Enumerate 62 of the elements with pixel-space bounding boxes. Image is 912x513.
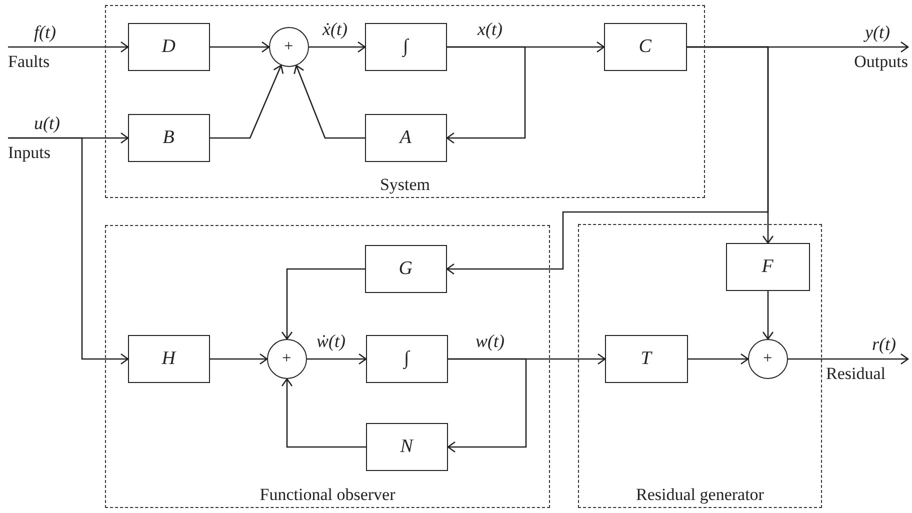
sum-sign: + xyxy=(284,38,294,56)
block-box xyxy=(366,422,448,471)
block-label: A xyxy=(400,126,412,149)
arrow xyxy=(281,268,365,340)
sum-sign: + xyxy=(282,350,292,368)
block-box xyxy=(128,334,210,383)
arrow xyxy=(210,64,284,139)
block-box xyxy=(128,22,210,71)
signal-label: w(t) xyxy=(476,331,504,352)
signal-label: u(t) xyxy=(34,113,60,133)
block-label: C xyxy=(638,36,652,58)
arrow xyxy=(762,291,774,340)
signal-label: ẋ(t) xyxy=(322,19,348,40)
arrow xyxy=(788,353,909,365)
signal-label: x(t) xyxy=(478,19,502,40)
arrow xyxy=(294,64,365,139)
summing-junction xyxy=(748,338,788,379)
signal-label: ẇ(t) xyxy=(316,331,346,352)
block-label: T xyxy=(640,348,652,370)
block-label: G xyxy=(398,258,412,280)
block-label: H xyxy=(162,348,176,370)
dashed-group-frame xyxy=(105,225,550,508)
block-box xyxy=(128,114,210,162)
dashed-group-frame xyxy=(105,5,705,198)
arrow xyxy=(8,41,129,53)
block-box xyxy=(726,242,810,291)
summing-junction xyxy=(268,26,309,67)
group-title: Functional observer xyxy=(260,485,396,504)
signal-label: Inputs xyxy=(8,143,50,163)
block-box xyxy=(366,334,448,383)
arrow xyxy=(281,378,366,448)
block-box xyxy=(364,114,447,162)
block-label: F xyxy=(762,256,774,278)
block-label: N xyxy=(400,436,413,458)
signal-label: Residual xyxy=(826,364,886,384)
arrow xyxy=(8,137,129,365)
block-label: ∫ xyxy=(404,348,410,370)
summing-junction xyxy=(266,338,307,379)
block-box xyxy=(364,22,447,71)
sum-sign: + xyxy=(763,350,772,368)
block-label: D xyxy=(162,36,176,58)
signal-label: r(t) xyxy=(872,334,896,354)
arrow xyxy=(210,41,270,53)
signal-label: y(t) xyxy=(865,22,890,42)
signal-label: Faults xyxy=(8,52,50,72)
arrow xyxy=(210,353,268,365)
dashed-group-frame xyxy=(578,224,822,508)
block-box xyxy=(604,22,687,71)
block-label: ∫ xyxy=(402,36,408,58)
block-box xyxy=(604,334,688,383)
signal-label: Outputs xyxy=(854,52,908,72)
signal-label: f(t) xyxy=(34,22,56,42)
block-label: B xyxy=(162,126,174,149)
block-box xyxy=(364,244,447,293)
group-title: Residual generator xyxy=(636,485,764,504)
arrow xyxy=(307,353,367,365)
arrow xyxy=(688,353,749,365)
arrow xyxy=(309,41,366,53)
arrow xyxy=(446,46,769,275)
arrow xyxy=(446,46,526,144)
arrow xyxy=(447,358,527,453)
group-title: System xyxy=(380,175,430,194)
